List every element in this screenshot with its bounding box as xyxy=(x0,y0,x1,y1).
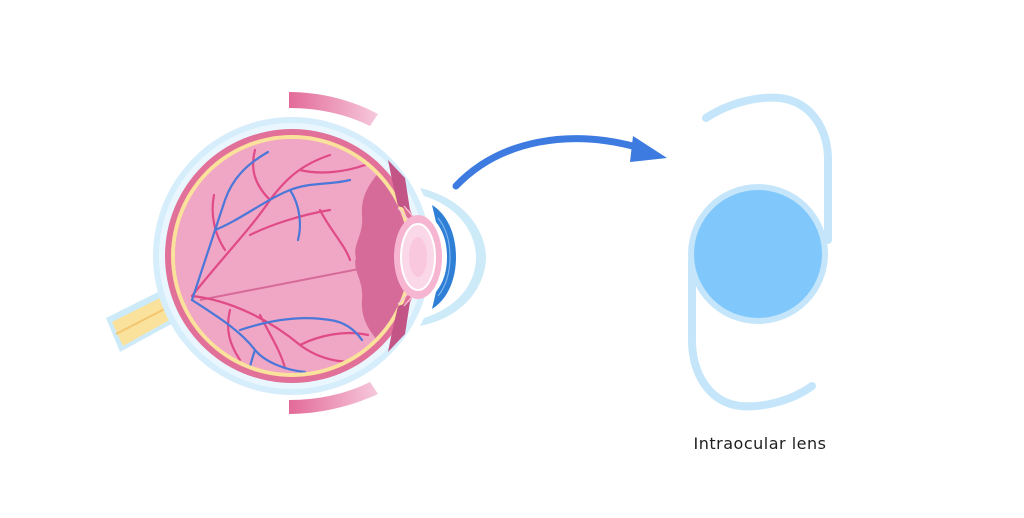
ciliary-muscle-upper xyxy=(388,160,410,210)
iol-label: Intraocular lens xyxy=(693,434,827,453)
iol-haptic-lower xyxy=(688,256,816,411)
ciliary-body xyxy=(355,150,409,362)
crystalline-lens xyxy=(394,215,442,299)
upper-eye-muscle xyxy=(289,92,378,126)
lower-eye-muscle xyxy=(289,382,378,414)
ciliary-muscle-lower xyxy=(388,302,410,352)
arrow-to-iol xyxy=(452,135,667,190)
cornea xyxy=(420,188,486,326)
intraocular-lens xyxy=(688,93,832,411)
iol-haptic-upper xyxy=(702,93,832,244)
iris xyxy=(432,205,456,309)
retinal-vessels-blue xyxy=(190,150,364,373)
